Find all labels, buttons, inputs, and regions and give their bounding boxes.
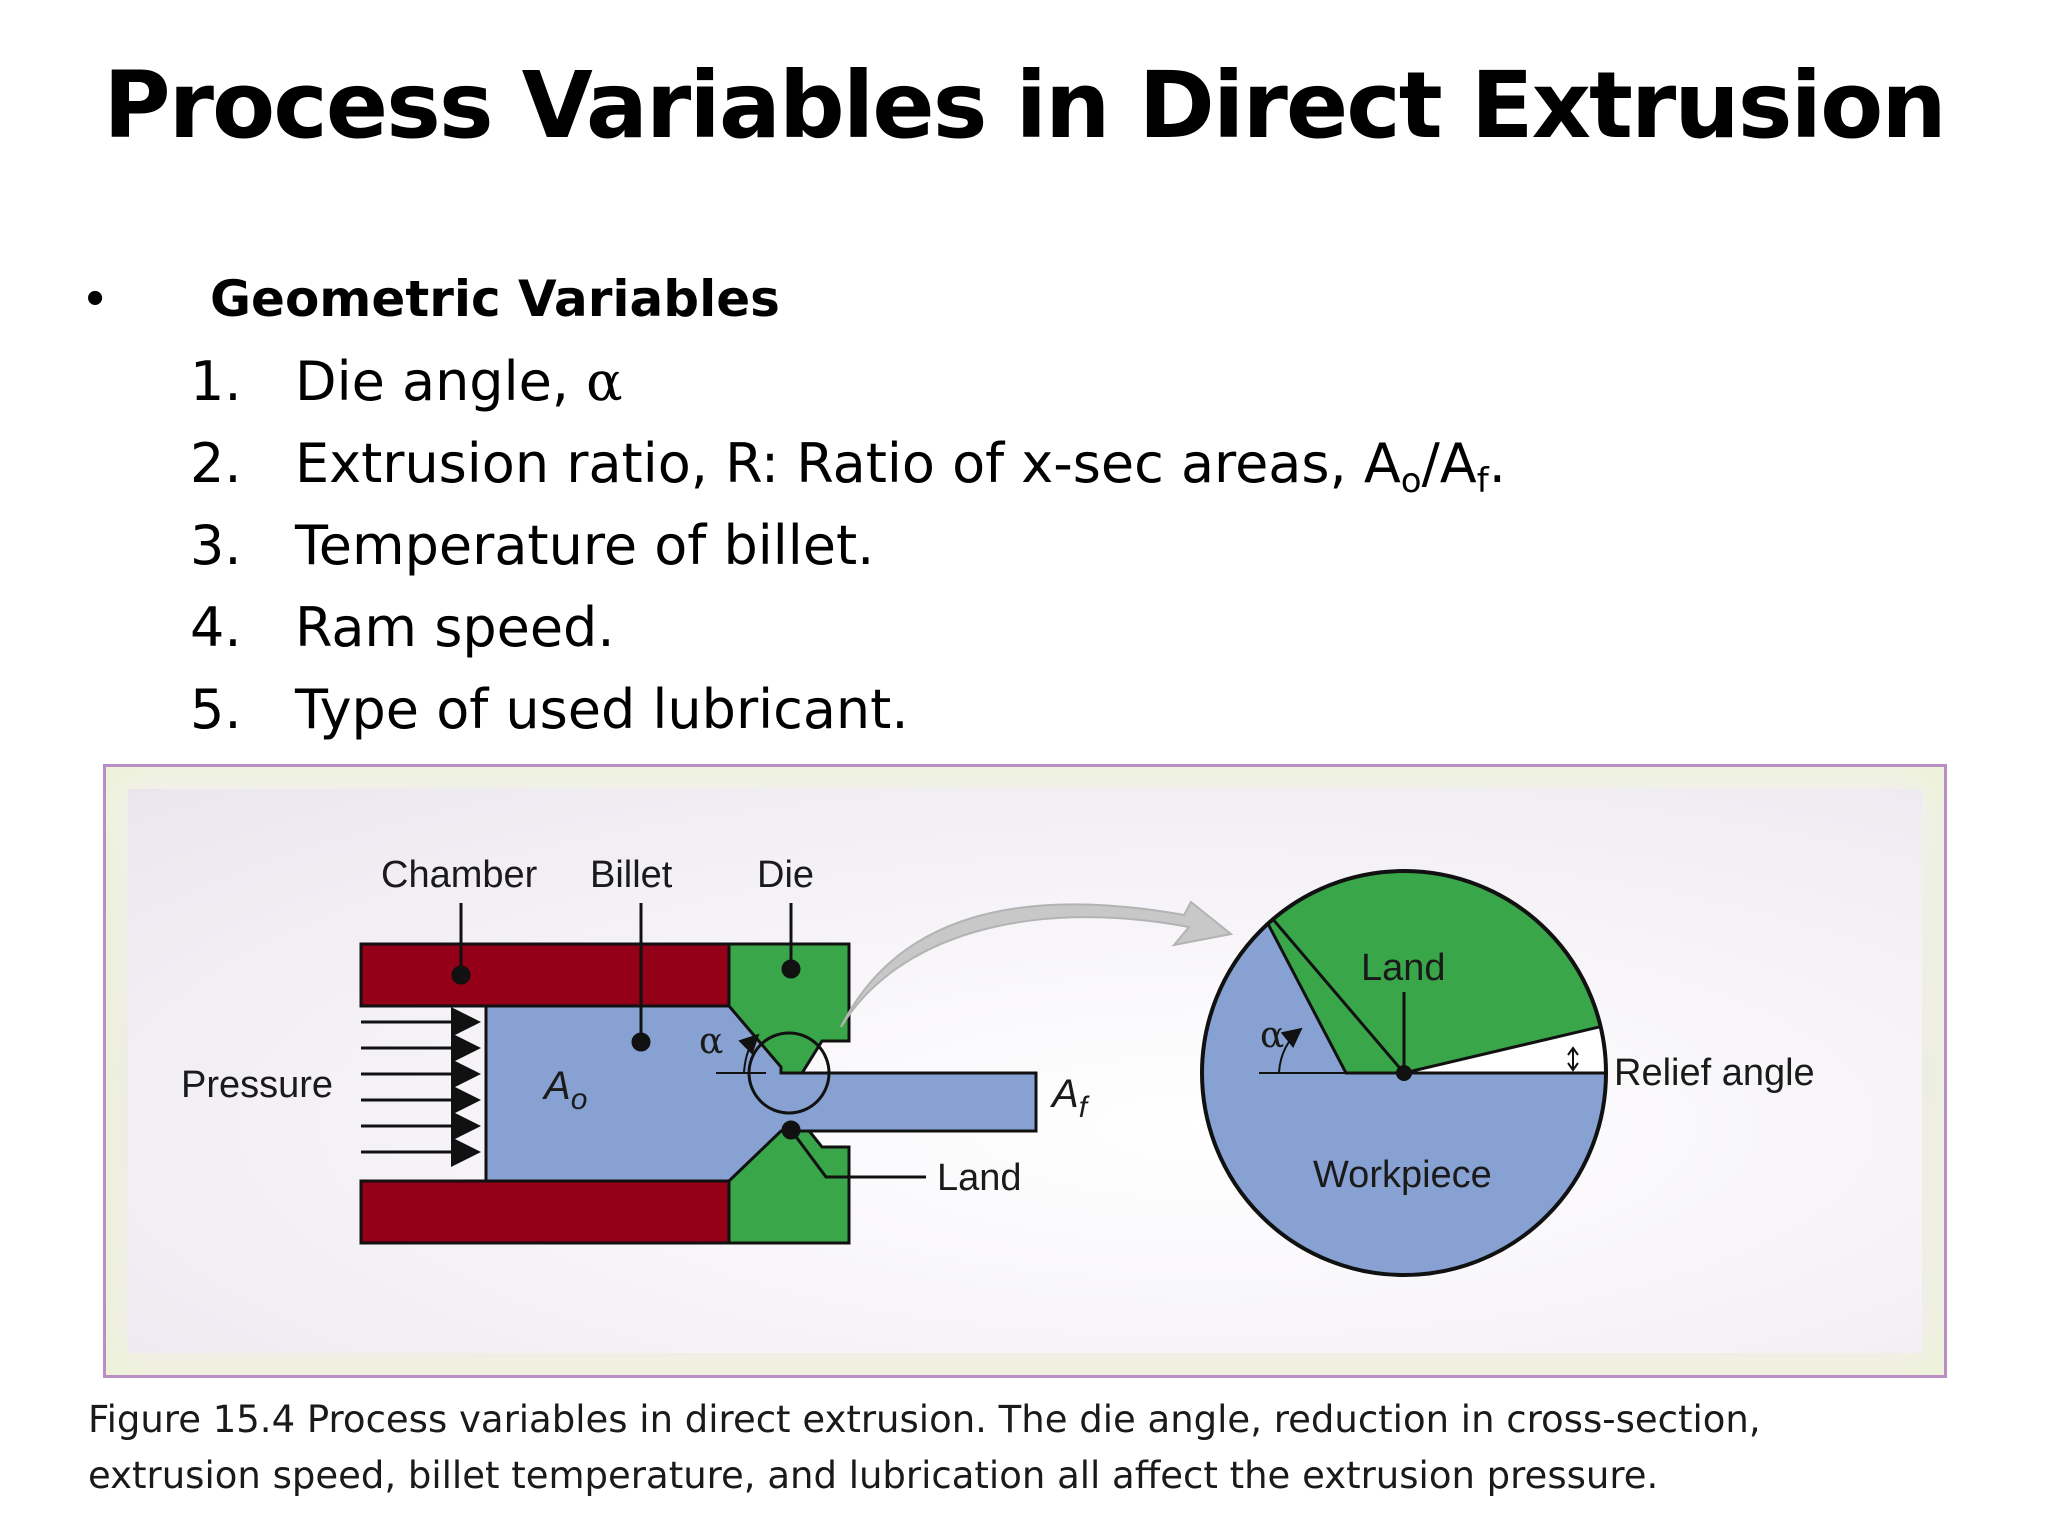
- alpha-symbol: α: [586, 350, 623, 413]
- list-text-mid: /A: [1421, 432, 1477, 495]
- list-text-main: Die angle,: [295, 350, 587, 413]
- pressure-arrows: [361, 1007, 481, 1167]
- chamber-bottom: [359, 1179, 731, 1245]
- label-area-final: Af: [1050, 1072, 1090, 1124]
- label-die: Die: [757, 854, 814, 896]
- label-billet: Billet: [590, 854, 673, 896]
- magnified-circle-outline: [1200, 869, 1608, 1277]
- label-land-right: Land: [1361, 947, 1446, 989]
- slide-title: Process Variables in Direct Extrusion: [103, 52, 1947, 159]
- list-text: Ram speed.: [295, 596, 615, 659]
- relief-angle-marker: [1567, 1046, 1579, 1072]
- label-chamber: Chamber: [381, 854, 538, 896]
- list-text-main: Extrusion ratio, R: Ratio of x-sec areas…: [295, 432, 1401, 495]
- list-text: Temperature of billet.: [295, 514, 875, 577]
- subscript-f: f: [1476, 461, 1489, 501]
- caption-line-1: Figure 15.4 Process variables in direct …: [88, 1398, 1761, 1441]
- extrusion-diagram: Chamber Billet Die Pressure Ao Af Land α…: [181, 854, 1815, 1277]
- list-text: Extrusion ratio, R: Ratio of x-sec areas…: [295, 432, 1506, 498]
- list-number: 4.: [190, 596, 242, 659]
- list-number: 5.: [190, 678, 242, 741]
- magnified-angle-arc: [1278, 1027, 1303, 1073]
- list-text: Type of used lubricant.: [295, 678, 909, 741]
- bullet-icon: •: [86, 269, 105, 327]
- list-text: Die angle, α: [295, 350, 623, 413]
- list-number: 3.: [190, 514, 242, 577]
- label-alpha-magnified: α: [1260, 1015, 1284, 1056]
- figure-frame: Chamber Billet Die Pressure Ao Af Land α…: [103, 764, 1947, 1378]
- label-relief-angle: Relief angle: [1614, 1052, 1815, 1094]
- zoom-arrow: [840, 900, 1234, 1028]
- list-text-end: .: [1488, 432, 1506, 495]
- label-pressure: Pressure: [181, 1064, 333, 1106]
- land-dot: [1396, 1065, 1412, 1081]
- subscript-o: o: [1400, 461, 1422, 501]
- label-area-initial: Ao: [542, 1064, 587, 1116]
- list-number: 2.: [190, 432, 242, 495]
- label-land-left: Land: [937, 1157, 1022, 1199]
- label-alpha: α: [699, 1021, 723, 1062]
- list-number: 1.: [190, 350, 242, 413]
- bullet-heading: Geometric Variables: [210, 270, 780, 328]
- caption-line-2: extrusion speed, billet temperature, and…: [88, 1454, 1659, 1497]
- label-workpiece: Workpiece: [1313, 1154, 1492, 1196]
- angle-arc: [738, 1033, 760, 1073]
- figure-background: [128, 789, 1922, 1353]
- chamber-top: [359, 942, 731, 1008]
- leader-lines: [451, 903, 926, 1179]
- figure-caption: Figure 15.4 Process variables in direct …: [88, 1392, 1928, 1504]
